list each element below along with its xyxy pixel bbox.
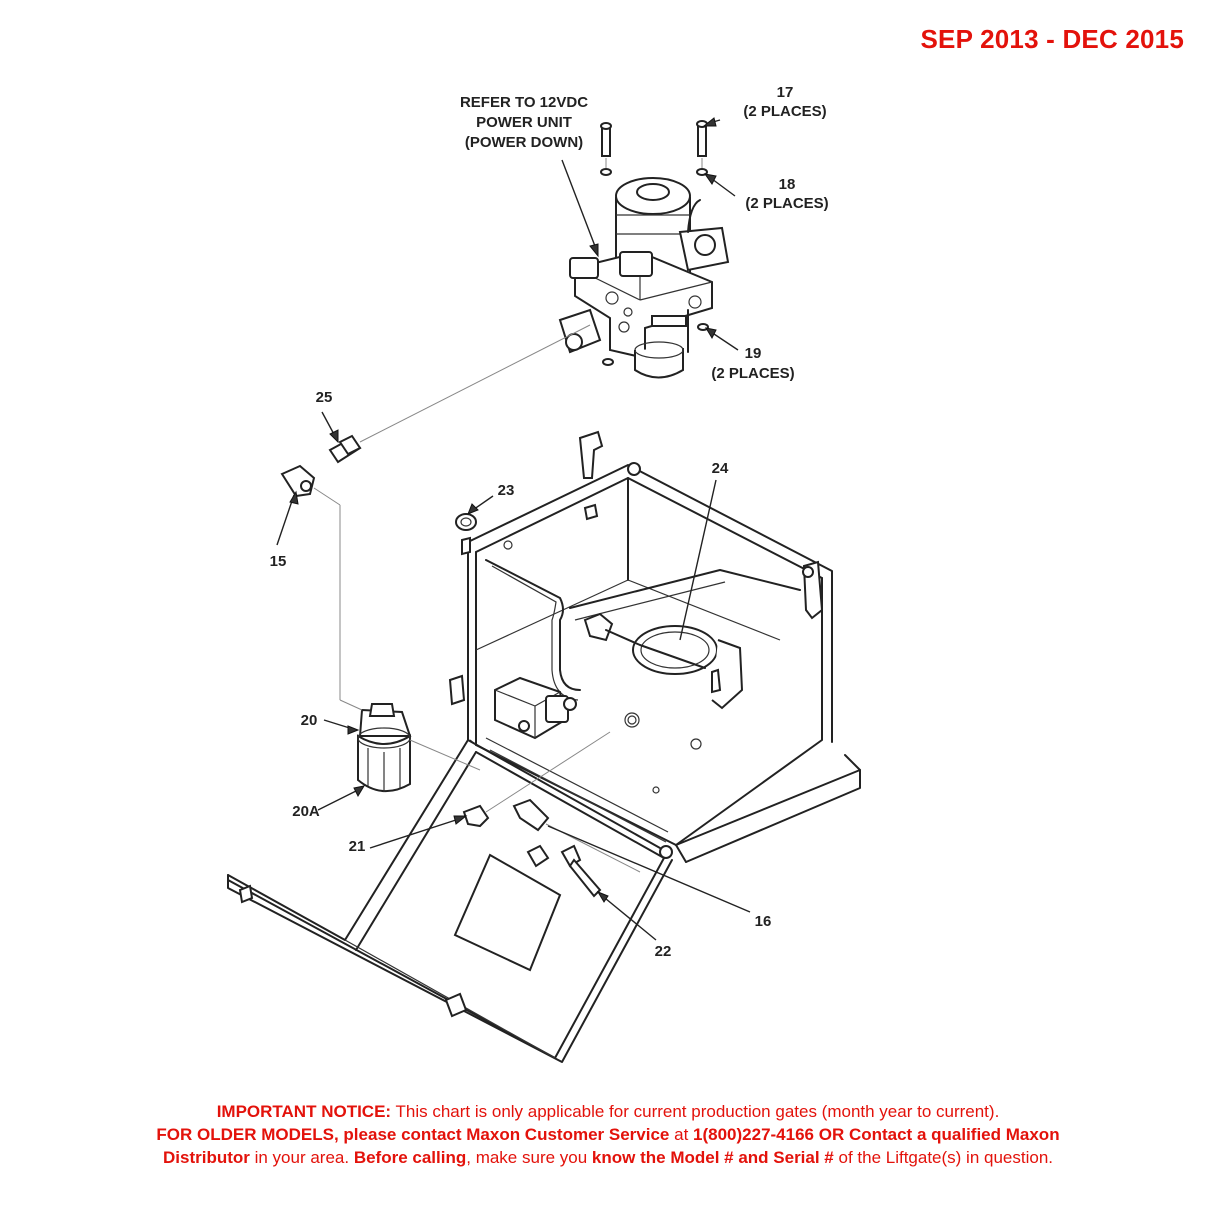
power-unit [558,177,730,379]
notice-line-1-text: This chart is only applicable for curren… [391,1102,1000,1121]
callout-refer-line2: POWER UNIT [476,114,572,131]
part-25-adapter [328,434,362,464]
part-20-filter [357,703,412,792]
callout-16: 16 [755,913,772,930]
notice-line-3-bold: Distributor [162,1148,250,1167]
leader-lines [276,117,751,941]
callout-refer-line1: REFER TO 12VDC [460,94,588,111]
callout-refer-line3: (POWER DOWN) [465,134,583,151]
part-21-elbow [462,804,490,828]
callout-20a: 20A [292,803,320,820]
notice-line-2-text: at [669,1125,694,1144]
part-23-plug [455,513,477,531]
part-15-elbow [280,464,316,498]
part-22-fittings [526,844,602,898]
notice-line-3: Distributor in your area. Before calling… [40,1146,1176,1169]
callout-25: 25 [316,389,333,406]
notice-line-3-text3: of the Liftgate(s) in question. [833,1148,1054,1167]
callout-18: 18 [779,176,796,193]
washer-18-left [600,168,612,176]
callout-21: 21 [349,838,366,855]
important-notice: IMPORTANT NOTICE: This chart is only app… [40,1100,1176,1169]
notice-line-2-bold2: 1(800)227-4166 OR Contact a qualified Ma… [693,1125,1060,1144]
callout-24: 24 [712,460,729,477]
callout-19: 19 [745,345,762,362]
notice-line-1-bold: IMPORTANT NOTICE: [216,1102,392,1121]
callout-23: 23 [498,482,515,499]
washer-19-left [602,358,614,366]
notice-line-1: IMPORTANT NOTICE: This chart is only app… [40,1100,1176,1123]
callout-15: 15 [270,553,287,570]
callout-20: 20 [301,712,318,729]
notice-line-3-bold2: Before calling [353,1148,467,1167]
callout-18-qty: (2 PLACES) [745,195,828,212]
part-16-fitting [512,798,550,832]
notice-line-3-text: in your area. [249,1148,354,1167]
fold-down-cover [227,739,673,1063]
notice-line-3-bold3: know the Model # and Serial # [591,1148,834,1167]
bolt-17-left [600,122,612,157]
pump-enclosure-box [448,430,861,863]
callout-22: 22 [655,943,672,960]
notice-line-2: FOR OLDER MODELS, please contact Maxon C… [40,1123,1176,1146]
notice-line-2-bold: FOR OLDER MODELS, please contact Maxon C… [156,1125,670,1144]
callout-19-qty: (2 PLACES) [711,365,794,382]
callout-17-qty: (2 PLACES) [743,103,826,120]
notice-line-3-text2: , make sure you [466,1148,592,1167]
date-range-title: SEP 2013 - DEC 2015 [920,24,1184,54]
callout-17: 17 [777,84,794,101]
washer-19-right [697,323,709,331]
